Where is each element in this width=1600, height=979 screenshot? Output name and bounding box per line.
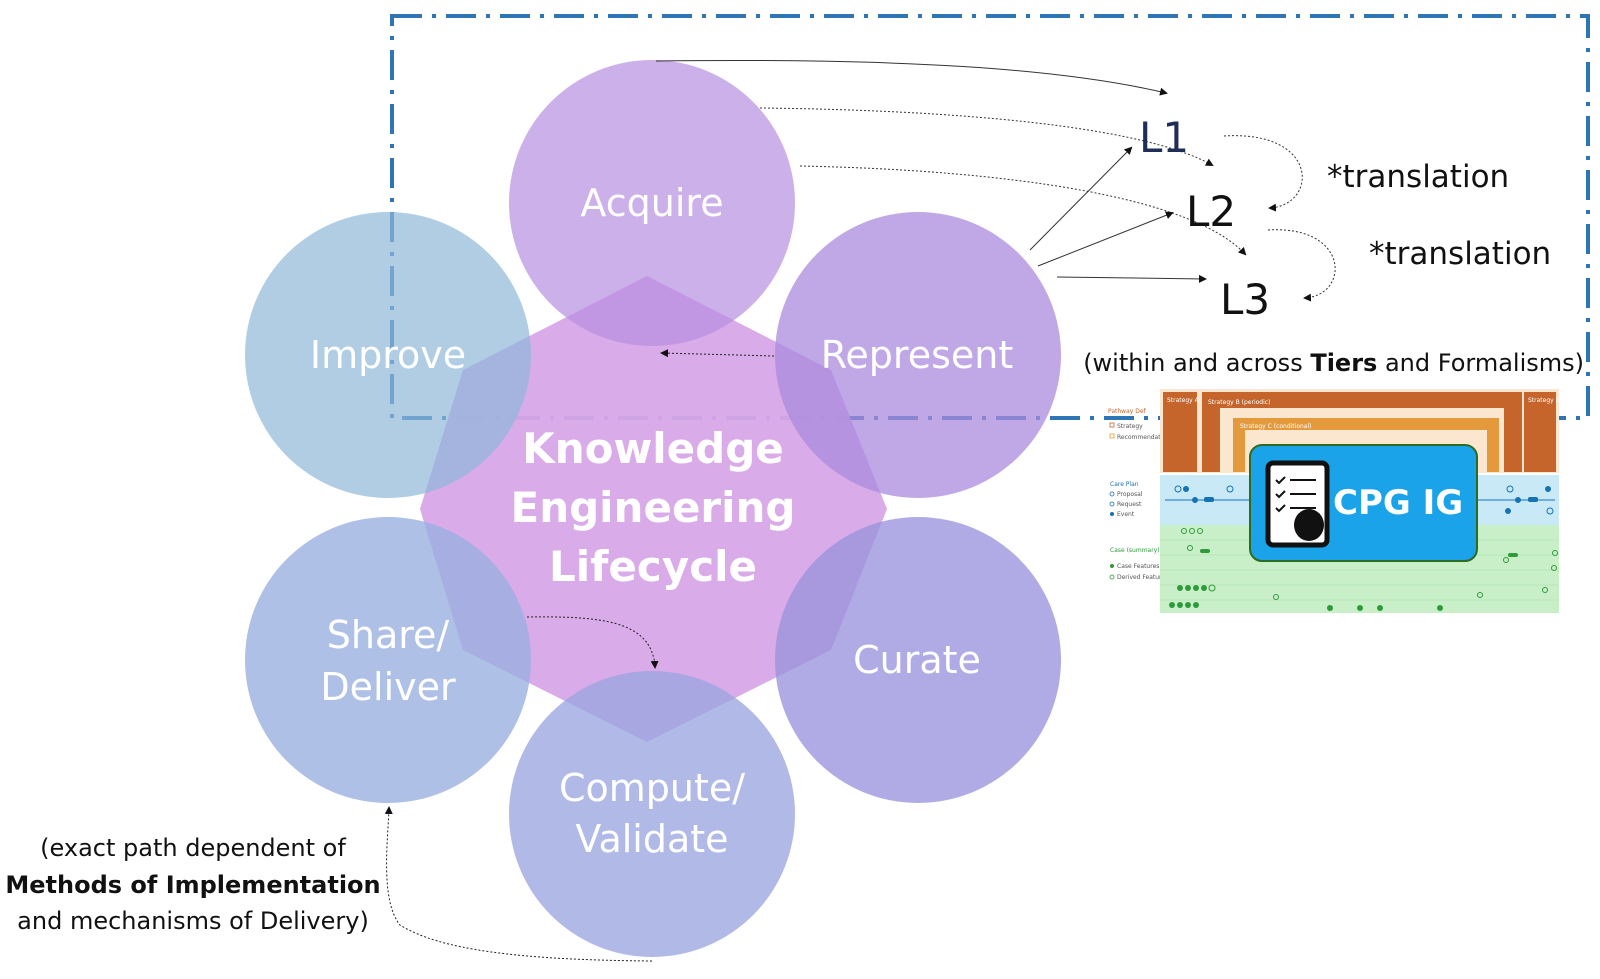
- seal-icon: [1294, 509, 1324, 541]
- path-note-line3: and mechanisms of Delivery): [17, 907, 369, 935]
- checklist-marks-icon: [1275, 476, 1316, 513]
- thumb-strategy-b: Strategy B (periodic): [1208, 399, 1270, 406]
- represent-to-l3-arrow: [1056, 274, 1207, 283]
- share-deliver-circle[interactable]: [245, 517, 531, 803]
- represent-label: Represent: [821, 333, 1014, 377]
- translation-l2-l3-arrow: [1267, 229, 1336, 302]
- share-label-line1: Share/: [327, 613, 450, 657]
- translation-l1-l2-arrow: [1223, 135, 1303, 212]
- represent-to-l1-arrow: [1029, 146, 1133, 251]
- thumb-strategy-a: Strategy A: [1167, 397, 1200, 404]
- share-label-line2: Deliver: [320, 665, 456, 709]
- translation-label-1: *translation: [1327, 159, 1509, 195]
- cpg-ig-label: CPG IG: [1333, 483, 1463, 523]
- thumb-care-plan: Care Plan: [1110, 481, 1139, 488]
- compute-label-line2: Validate: [575, 817, 728, 861]
- curate-label: Curate: [853, 638, 981, 682]
- thumb-pathway-label: Pathway Def: [1108, 408, 1147, 415]
- thumb-legend-recommendation: Recommendation: [1117, 434, 1170, 441]
- compute-label-line1: Compute/: [559, 766, 745, 810]
- level-l3: L3: [1220, 275, 1270, 324]
- thumb-legend-case-features: Case Features: [1117, 563, 1159, 570]
- represent-to-acquire-arrow: [660, 349, 775, 358]
- translation-label-2: *translation: [1369, 236, 1551, 272]
- share-to-compute-arrow: [526, 616, 659, 669]
- level-l2: L2: [1186, 187, 1236, 236]
- thumb-legend-event: Event: [1117, 511, 1135, 518]
- thumb-strategy-c: Strategy C (conditional): [1240, 423, 1311, 430]
- center-label-line3: Lifecycle: [549, 542, 757, 591]
- tiers-note-bold: Tiers: [1310, 349, 1377, 377]
- thumb-legend-request: Request: [1117, 501, 1142, 508]
- thumb-legend-strategy: Strategy: [1117, 423, 1143, 430]
- center-label-line1: Knowledge: [522, 424, 784, 473]
- thumb-legend-proposal: Proposal: [1117, 491, 1143, 498]
- represent-to-l2-arrow: [1037, 211, 1174, 267]
- represent-circle[interactable]: [775, 212, 1061, 498]
- thumb-strategy-d: Strategy D: [1528, 397, 1561, 404]
- acquire-to-l3-arrow: [799, 165, 1247, 256]
- thumb-case-label: Case (summary): [1110, 547, 1160, 554]
- center-label-line2: Engineering: [511, 483, 796, 532]
- tiers-note-pre: (within and across: [1083, 349, 1310, 377]
- compute-validate-circle[interactable]: [509, 671, 795, 957]
- improve-circle[interactable]: [245, 212, 531, 498]
- tiers-note: (within and across Tiers and Formalisms): [1083, 349, 1584, 377]
- path-note-line2: Methods of Implementation: [5, 871, 380, 899]
- acquire-circle[interactable]: [509, 60, 795, 346]
- acquire-label: Acquire: [580, 181, 723, 225]
- compute-to-share-arrow: [384, 806, 653, 962]
- level-l1: L1: [1139, 113, 1189, 162]
- tiers-note-post: and Formalisms): [1377, 349, 1584, 377]
- thumb-legend-derived: Derived Features: [1117, 574, 1168, 581]
- acquire-to-l1-arrow: [655, 59, 1168, 96]
- curate-circle[interactable]: [775, 517, 1061, 803]
- cpg-thumbnail: Pathway Def Strategy Recommendation Care…: [1108, 389, 1561, 613]
- path-note-line1: (exact path dependent of: [40, 834, 346, 862]
- improve-label: Improve: [310, 333, 466, 377]
- acquire-to-l2-arrow: [759, 107, 1214, 166]
- center-hexagon: [420, 276, 887, 742]
